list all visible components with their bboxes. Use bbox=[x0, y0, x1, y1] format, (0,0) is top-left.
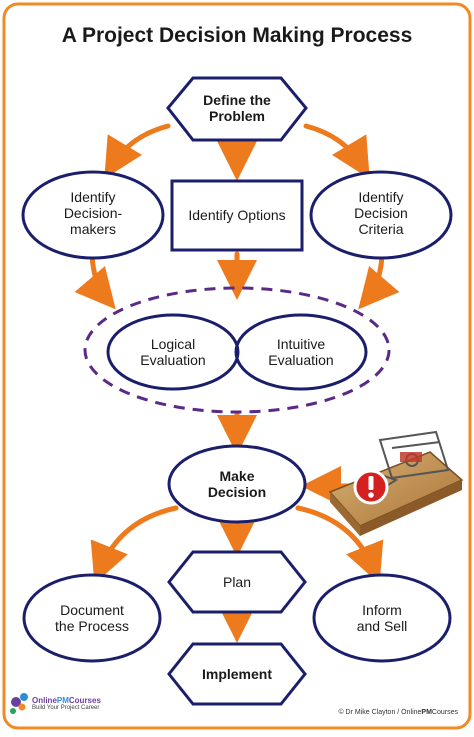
identify-makers-line-1: Identify bbox=[70, 189, 116, 205]
identify-makers-label: Identify Decision- makers bbox=[23, 189, 163, 237]
define-problem-hexagon bbox=[166, 76, 308, 142]
inform-sell-ellipse bbox=[312, 573, 452, 663]
document-process-line-2: the Process bbox=[55, 618, 129, 635]
logical-evaluation-line-1: Logical bbox=[150, 336, 196, 352]
inform-sell-line-2: and Sell bbox=[356, 618, 408, 635]
intuitive-evaluation-label: Intuitive Evaluation bbox=[246, 336, 356, 368]
document-process-line-1: Document bbox=[60, 602, 124, 618]
credit-prefix: © Dr Mike Clayton / Online bbox=[338, 709, 422, 716]
make-decision-label: Make Decision bbox=[169, 468, 305, 500]
identify-options-label: Identify Options bbox=[172, 207, 302, 223]
arrow-decision-to-document bbox=[90, 505, 179, 584]
define-problem-line-2: Problem bbox=[208, 108, 265, 125]
warning-icon bbox=[353, 469, 389, 505]
define-problem-label: Define the Problem bbox=[168, 92, 306, 124]
identify-criteria-line-1: Identify bbox=[358, 189, 404, 205]
arrow-define-to-criteria bbox=[303, 123, 370, 179]
plan-hexagon bbox=[167, 550, 307, 614]
evaluation-group-outline bbox=[83, 286, 391, 414]
implement-hexagon bbox=[167, 642, 307, 706]
identify-criteria-ellipse bbox=[309, 170, 453, 260]
logo-tagline: Build Your Project Career bbox=[32, 705, 100, 712]
make-decision-line-2: Decision bbox=[207, 484, 267, 501]
arrow-criteria-to-eval bbox=[358, 253, 400, 310]
identify-options-line-1: Identify Options bbox=[188, 207, 286, 223]
plan-line-1: Plan bbox=[222, 574, 252, 590]
make-decision-line-1: Make bbox=[219, 468, 255, 484]
implement-label: Implement bbox=[169, 666, 305, 682]
credit-bold: PM bbox=[421, 709, 432, 716]
identify-criteria-line-2: Decision bbox=[354, 205, 408, 222]
plan-label: Plan bbox=[169, 574, 305, 590]
logical-evaluation-ellipse bbox=[106, 313, 240, 391]
make-decision-ellipse bbox=[167, 444, 307, 524]
credit-suffix: Courses bbox=[431, 709, 458, 716]
logo-word-courses: Courses bbox=[68, 696, 101, 705]
logo-word-pm: PM bbox=[56, 696, 69, 705]
footer-logo: OnlinePMCourses Build Your Project Caree… bbox=[32, 696, 101, 712]
identify-makers-line-3: makers bbox=[70, 221, 116, 238]
arrow-define-to-makers bbox=[104, 123, 171, 179]
intuitive-evaluation-ellipse bbox=[234, 313, 368, 391]
outer-border bbox=[2, 2, 472, 730]
logical-evaluation-label: Logical Evaluation bbox=[118, 336, 228, 368]
identify-criteria-line-3: Criteria bbox=[358, 221, 404, 238]
logical-evaluation-line-2: Evaluation bbox=[140, 352, 206, 369]
define-problem-line-1: Define the bbox=[203, 92, 271, 108]
intuitive-evaluation-line-2: Evaluation bbox=[268, 352, 334, 369]
logo-icon bbox=[10, 693, 28, 714]
diagram-shapes bbox=[21, 76, 453, 706]
arrow-decision-to-inform bbox=[295, 505, 384, 584]
identify-options-box bbox=[170, 179, 304, 252]
identify-makers-ellipse bbox=[21, 170, 165, 260]
identify-makers-line-2: Decision- bbox=[63, 205, 123, 222]
inform-sell-label: Inform and Sell bbox=[314, 602, 450, 634]
implement-line-1: Implement bbox=[201, 666, 272, 682]
logo-wordmark: OnlinePMCourses bbox=[32, 696, 101, 705]
document-process-label: Document the Process bbox=[24, 602, 160, 634]
logo-word-online: Online bbox=[32, 696, 57, 705]
footer-credit: © Dr Mike Clayton / OnlinePMCourses bbox=[338, 709, 458, 717]
arrow-makers-to-eval bbox=[74, 253, 116, 310]
page-title: A Project Decision Making Process bbox=[61, 24, 413, 47]
mousetrap-icon bbox=[328, 430, 464, 536]
identify-criteria-label: Identify Decision Criteria bbox=[311, 189, 451, 237]
document-process-ellipse bbox=[22, 573, 162, 663]
inform-sell-line-1: Inform bbox=[362, 602, 402, 618]
intuitive-evaluation-line-1: Intuitive bbox=[276, 336, 326, 352]
